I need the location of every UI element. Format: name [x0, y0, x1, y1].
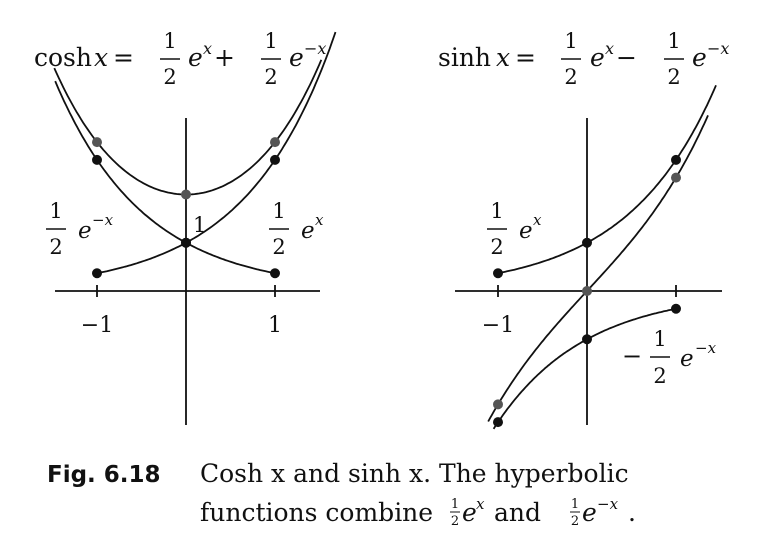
- figure-label: Fig. 6.18: [47, 462, 161, 488]
- right-title: sinh x = 1 2 e x − 1 2 e −x: [438, 29, 729, 89]
- figure-caption: Fig. 6.18 Cosh x and sinh x. The hyperbo…: [47, 459, 636, 529]
- left-curve-half-exp: [96, 31, 337, 275]
- left-tick-label-neg1: −1: [81, 313, 113, 338]
- caption-base1: e: [462, 498, 477, 527]
- caption-line-2-a: functions combine: [200, 498, 433, 527]
- left-dots: [92, 137, 280, 279]
- left-curve-cosh: [53, 59, 323, 196]
- left-point-s0-p2: [270, 137, 280, 148]
- left-label-b-base: e: [301, 218, 315, 244]
- caption-line-2-c: .: [628, 498, 636, 527]
- right-label-half-exp: 1 2 e x: [487, 199, 542, 259]
- left-point-s0-p0: [92, 137, 102, 148]
- left-point-s0-p1: [181, 189, 191, 200]
- caption-frac2-den: 2: [571, 514, 579, 529]
- right-curve-sinh: [487, 115, 709, 422]
- left-title: cosh x = 1 2 e x + 1 2 e −x: [34, 29, 326, 89]
- left-label-b-num: 1: [272, 199, 285, 223]
- left-label-a-num: 1: [49, 199, 62, 223]
- right-tick-label-neg1: −1: [482, 313, 514, 338]
- left-label-b-exp: x: [315, 211, 324, 229]
- left-point-s1-p2: [270, 154, 280, 165]
- caption-base2: e: [582, 498, 597, 527]
- right-label-b-minus: −: [622, 342, 642, 370]
- left-title-eq: =: [113, 43, 134, 72]
- caption-frac1-den: 2: [451, 514, 459, 529]
- right-point-s2-p1: [582, 334, 592, 345]
- right-panel: sinh x = 1 2 e x − 1 2 e −x 1 2 e x − 1: [438, 29, 729, 430]
- caption-frac1-num: 1: [451, 497, 459, 512]
- left-point-s2-p1: [181, 237, 191, 248]
- left-label-b-den: 2: [272, 235, 285, 259]
- right-title-half2-den: 2: [667, 65, 680, 89]
- left-title-base1: e: [188, 43, 203, 72]
- right-title-base1: e: [590, 43, 605, 72]
- left-label-a-den: 2: [49, 235, 62, 259]
- right-label-neg-half-exp-neg: − 1 2 e −x: [622, 327, 717, 388]
- left-label-center-one: 1: [193, 213, 206, 237]
- left-label-a-base: e: [78, 218, 92, 244]
- left-panel: cosh x = 1 2 e x + 1 2 e −x 1 2 e −x 1: [34, 29, 337, 425]
- right-point-s0-p1: [582, 286, 592, 296]
- left-tick-label-pos1: 1: [268, 313, 282, 338]
- right-label-a-exp: x: [533, 211, 542, 229]
- caption-line-2-a-text: functions combine: [200, 498, 433, 527]
- right-label-a-base: e: [519, 218, 533, 244]
- right-label-a-den: 2: [490, 235, 503, 259]
- left-curve-half-exp-neg: [54, 80, 276, 275]
- right-point-s1-p0: [493, 268, 503, 279]
- left-point-s2-p0: [92, 154, 102, 165]
- left-point-s2-p2: [270, 268, 280, 279]
- right-title-half2-num: 1: [667, 29, 680, 53]
- left-title-op: +: [214, 43, 235, 72]
- right-label-b-den: 2: [653, 364, 666, 388]
- right-title-half1-num: 1: [564, 29, 577, 53]
- caption-line-2-b: and: [494, 498, 541, 527]
- right-title-exp2: −x: [707, 39, 729, 58]
- right-point-s0-p2: [671, 172, 681, 183]
- right-title-exp1: x: [605, 39, 614, 58]
- left-title-base2: e: [289, 43, 304, 72]
- right-point-s2-p2: [671, 303, 681, 314]
- right-point-s2-p0: [493, 417, 503, 428]
- caption-frac2-num: 1: [571, 497, 579, 512]
- left-label-half-exp-neg: 1 2 e −x: [46, 199, 114, 259]
- right-title-half1-den: 2: [564, 65, 577, 89]
- left-title-exp1: x: [203, 39, 212, 58]
- right-title-eq: =: [515, 43, 536, 72]
- left-label-a-exp: −x: [92, 211, 114, 229]
- right-point-s0-p0: [493, 399, 503, 410]
- left-title-half2-den: 2: [264, 65, 277, 89]
- right-label-b-num: 1: [653, 327, 666, 351]
- caption-exp2: −x: [597, 495, 619, 513]
- left-title-half1-den: 2: [163, 65, 176, 89]
- right-title-fn: sinh: [438, 43, 491, 72]
- right-label-a-num: 1: [490, 199, 503, 223]
- caption-exp1: x: [476, 495, 485, 513]
- caption-line-1: Cosh x and sinh x. The hyperbolic: [200, 459, 629, 488]
- left-label-half-exp: 1 2 e x: [269, 199, 324, 259]
- left-title-var: x: [94, 43, 108, 72]
- left-title-half2-num: 1: [264, 29, 277, 53]
- left-title-exp2: −x: [304, 39, 326, 58]
- right-title-base2: e: [692, 43, 707, 72]
- right-dots: [493, 154, 681, 428]
- left-title-half1-num: 1: [163, 29, 176, 53]
- right-label-b-base: e: [680, 346, 694, 372]
- right-title-var: x: [496, 43, 510, 72]
- left-point-s1-p0: [92, 268, 102, 279]
- right-label-b-exp: −x: [695, 339, 717, 357]
- right-title-op: −: [616, 43, 637, 72]
- right-point-s1-p1: [582, 237, 592, 248]
- right-point-s1-p2: [671, 154, 681, 165]
- right-curve-half-exp: [497, 84, 717, 275]
- left-title-fn: cosh: [34, 43, 92, 72]
